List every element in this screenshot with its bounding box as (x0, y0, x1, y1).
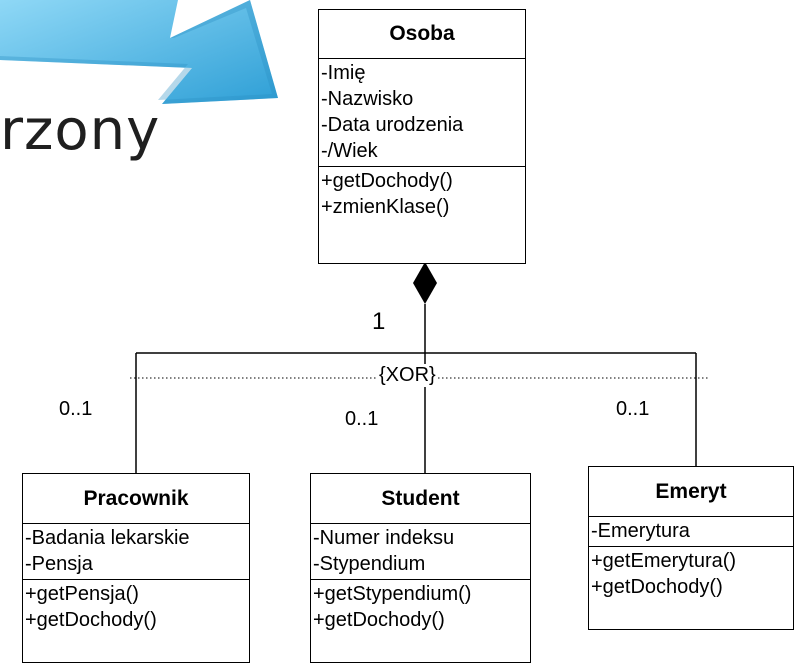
class-name: Pracownik (23, 474, 249, 524)
attribute: -Badania lekarskie (25, 527, 190, 549)
attribute: -Pensja (25, 553, 93, 575)
class-emeryt: Emeryt -Emerytura +getEmerytura() +getDo… (588, 466, 794, 630)
attribute: -Stypendium (313, 553, 426, 575)
operation: +getDochody() (25, 609, 157, 631)
slide-title-fragment: rzony (0, 98, 161, 163)
attribute: -Data urodzenia (321, 114, 464, 136)
operations-section: +getEmerytura() +getDochody() (589, 547, 793, 602)
decorative-arrow-icon (0, 0, 278, 104)
multiplicity-emeryt: 0..1 (616, 398, 650, 420)
class-pracownik: Pracownik -Badania lekarskie -Pensja +ge… (22, 473, 250, 663)
operation: +getDochody() (591, 576, 723, 598)
operations-section: +getPensja() +getDochody() (23, 580, 249, 635)
xor-constraint: {XOR} (377, 364, 438, 387)
attribute: -Imię (321, 62, 366, 84)
attribute: -Nazwisko (321, 88, 414, 110)
multiplicity-pracownik: 0..1 (59, 398, 93, 420)
operation: +getDochody() (313, 609, 445, 631)
composition-diamond (413, 262, 437, 304)
class-name: Student (311, 474, 530, 524)
class-osoba: Osoba -Imię -Nazwisko -Data urodzenia -/… (318, 9, 526, 264)
class-name: Osoba (319, 10, 525, 59)
class-name: Emeryt (589, 467, 793, 517)
attribute: -/Wiek (321, 140, 378, 162)
attributes-section: -Emerytura (589, 517, 793, 547)
multiplicity-osoba: 1 (372, 308, 386, 335)
operation: +getStypendium() (313, 583, 472, 605)
operation: +getEmerytura() (591, 550, 737, 572)
operation: +getPensja() (25, 583, 139, 605)
operation: +getDochody() (321, 170, 453, 192)
attributes-section: -Badania lekarskie -Pensja (23, 524, 249, 580)
operations-section: +getDochody() +zmienKlase() (319, 167, 525, 222)
attribute: -Emerytura (591, 520, 690, 542)
attribute: -Numer indeksu (313, 527, 455, 549)
operation: +zmienKlase() (321, 196, 450, 218)
attributes-section: -Imię -Nazwisko -Data urodzenia -/Wiek (319, 59, 525, 167)
multiplicity-student: 0..1 (345, 408, 379, 430)
operations-section: +getStypendium() +getDochody() (311, 580, 530, 635)
attributes-section: -Numer indeksu -Stypendium (311, 524, 530, 580)
class-student: Student -Numer indeksu -Stypendium +getS… (310, 473, 531, 663)
